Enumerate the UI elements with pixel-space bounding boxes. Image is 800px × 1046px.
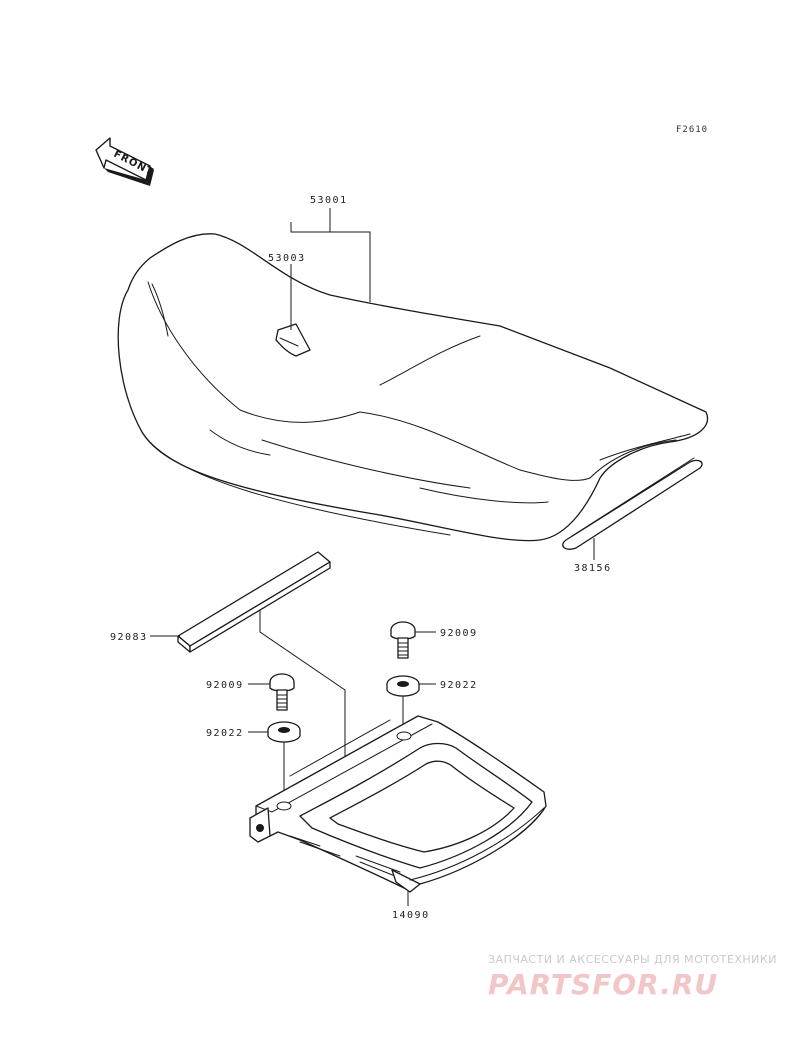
watermark-logo: PARTSFOR.RU xyxy=(488,968,718,1001)
washer-92022-right xyxy=(386,675,420,697)
part-label-53001: 53001 xyxy=(310,195,348,206)
part-label-92022-left: 92022 xyxy=(206,728,244,739)
rubber-strip-38156 xyxy=(562,457,703,550)
part-label-38156: 38156 xyxy=(574,563,612,574)
part-label-53003: 53003 xyxy=(268,253,306,264)
part-label-14090: 14090 xyxy=(392,910,430,921)
washer-92022-left xyxy=(267,721,301,743)
seat-53001 xyxy=(117,233,709,542)
damper-strip-92083 xyxy=(177,551,331,653)
front-arrow-icon: FRONT xyxy=(95,137,155,186)
leader-53001 xyxy=(290,208,371,302)
watermark-tagline: ЗАПЧАСТИ И АКСЕССУАРЫ ДЛЯ МОТОТЕХНИКИ xyxy=(488,953,777,966)
figure-code: F2610 xyxy=(676,125,708,135)
leader-92083-to-tray xyxy=(259,610,346,762)
bolt-92009-right xyxy=(390,621,416,659)
seat-strap-53003 xyxy=(275,323,311,357)
part-label-92083: 92083 xyxy=(110,632,148,643)
bolt-92009-left xyxy=(269,673,295,711)
part-label-92009-left: 92009 xyxy=(206,680,244,691)
part-label-92022-right: 92022 xyxy=(440,680,478,691)
part-label-92009-right: 92009 xyxy=(440,628,478,639)
seat-tray-14090 xyxy=(249,715,547,893)
